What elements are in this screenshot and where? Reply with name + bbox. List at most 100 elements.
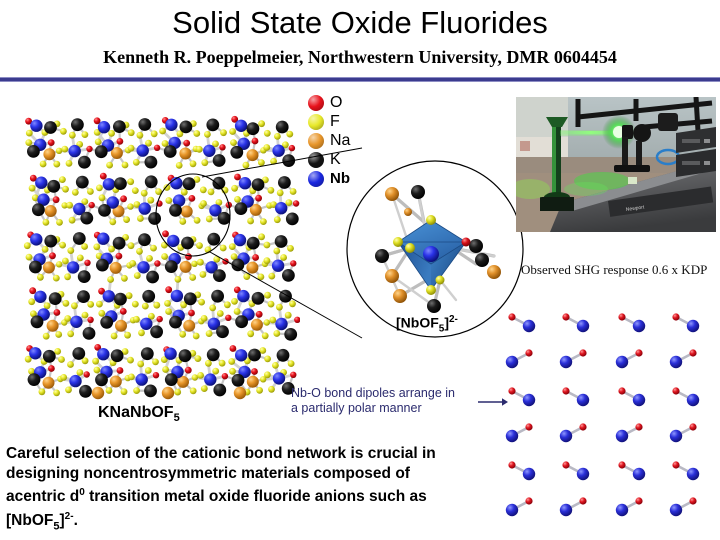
atom-f bbox=[136, 248, 143, 255]
atom-o bbox=[29, 174, 37, 182]
atom-o bbox=[635, 423, 643, 431]
atom-f bbox=[180, 188, 188, 196]
atom-f bbox=[200, 385, 208, 392]
atom-f bbox=[131, 187, 139, 194]
atom-k bbox=[144, 155, 158, 169]
atom-k bbox=[279, 289, 292, 303]
summary-nbof5-charge: 2- bbox=[64, 510, 74, 522]
atom-f bbox=[204, 246, 212, 254]
atom-o bbox=[231, 115, 239, 123]
atom-f bbox=[137, 215, 144, 222]
atom-f bbox=[152, 358, 159, 366]
dipole-pair bbox=[669, 423, 697, 443]
atom-nb bbox=[615, 503, 629, 517]
crystal-lattice-svg bbox=[18, 112, 300, 402]
atom-f bbox=[81, 198, 89, 205]
atom-o bbox=[156, 315, 163, 323]
atom-f bbox=[393, 237, 403, 247]
page-title: Solid State Oxide Fluorides bbox=[172, 5, 548, 40]
atom-nb bbox=[522, 393, 536, 407]
atom-k bbox=[178, 349, 192, 363]
atom-na bbox=[393, 289, 407, 303]
atom-o bbox=[635, 349, 643, 357]
atom-k bbox=[114, 292, 127, 306]
atom-o bbox=[188, 195, 196, 202]
dipole-pair bbox=[672, 461, 700, 481]
atom-o bbox=[579, 497, 587, 505]
atom-f bbox=[138, 329, 145, 337]
atom-f bbox=[56, 261, 63, 268]
atom-f bbox=[189, 387, 197, 395]
atom-k bbox=[138, 233, 151, 247]
atom-o bbox=[94, 344, 102, 351]
atom-k bbox=[475, 253, 489, 267]
atom-f bbox=[179, 331, 187, 338]
atom-f bbox=[212, 140, 219, 148]
atom-o bbox=[225, 201, 232, 209]
atom-f bbox=[71, 189, 79, 196]
atom-f bbox=[435, 275, 445, 285]
atom-f bbox=[133, 272, 141, 279]
atom-f bbox=[199, 186, 207, 194]
atom-nb bbox=[170, 289, 184, 303]
atom-o bbox=[525, 349, 533, 357]
atom-o bbox=[98, 287, 105, 295]
atom-f bbox=[174, 388, 182, 396]
atom-f bbox=[273, 216, 281, 224]
summary-nbof5-main: [NbOF bbox=[6, 511, 54, 529]
atom-na bbox=[385, 269, 399, 283]
atom-nb bbox=[522, 319, 536, 333]
atom-f bbox=[136, 131, 144, 139]
atom-f bbox=[160, 356, 168, 363]
atom-f bbox=[147, 196, 155, 204]
atom-f bbox=[256, 387, 263, 394]
atom-k bbox=[251, 291, 265, 305]
atom-f bbox=[263, 319, 270, 326]
atom-f bbox=[28, 184, 36, 192]
atom-f bbox=[268, 272, 276, 280]
atom-f bbox=[285, 199, 293, 206]
atom-o bbox=[156, 200, 163, 207]
atom-k bbox=[411, 185, 425, 199]
atom-k bbox=[212, 176, 226, 190]
atom-o bbox=[52, 196, 60, 204]
atom-f bbox=[198, 298, 206, 306]
atom-f bbox=[38, 388, 46, 396]
atom-f bbox=[68, 131, 76, 139]
atom-f bbox=[231, 184, 239, 192]
atom-f bbox=[87, 301, 95, 308]
atom-k bbox=[207, 232, 221, 246]
atom-f bbox=[81, 131, 89, 138]
atom-f bbox=[64, 315, 72, 322]
summary-line-4: [NbOF5]2-. bbox=[6, 507, 476, 537]
atom-f bbox=[200, 200, 207, 207]
photo-content: Newport bbox=[516, 97, 716, 232]
atom-f bbox=[133, 201, 141, 208]
atom-k bbox=[212, 154, 226, 167]
atom-o bbox=[579, 349, 587, 357]
atom-f bbox=[67, 247, 75, 255]
atom-f bbox=[67, 330, 75, 338]
atom-f bbox=[229, 128, 237, 135]
atom-f bbox=[205, 215, 213, 223]
atom-k bbox=[211, 289, 225, 303]
atom-k bbox=[29, 260, 42, 274]
atom-f bbox=[108, 130, 115, 137]
atom-f bbox=[216, 310, 224, 317]
atom-nb bbox=[559, 429, 573, 443]
atom-f bbox=[273, 330, 281, 337]
atom-k bbox=[77, 290, 90, 303]
atom-f bbox=[55, 147, 63, 154]
atom-o bbox=[508, 461, 516, 469]
atom-na bbox=[404, 208, 412, 216]
atom-na bbox=[46, 319, 59, 332]
atom-f bbox=[260, 218, 267, 225]
atom-na bbox=[110, 147, 123, 159]
atom-o bbox=[234, 173, 241, 181]
atom-k bbox=[72, 232, 86, 245]
atom-f bbox=[264, 371, 271, 379]
atom-f bbox=[53, 389, 60, 397]
atom-k bbox=[32, 203, 45, 217]
dipole-pair bbox=[672, 313, 700, 333]
atom-f bbox=[61, 145, 69, 153]
